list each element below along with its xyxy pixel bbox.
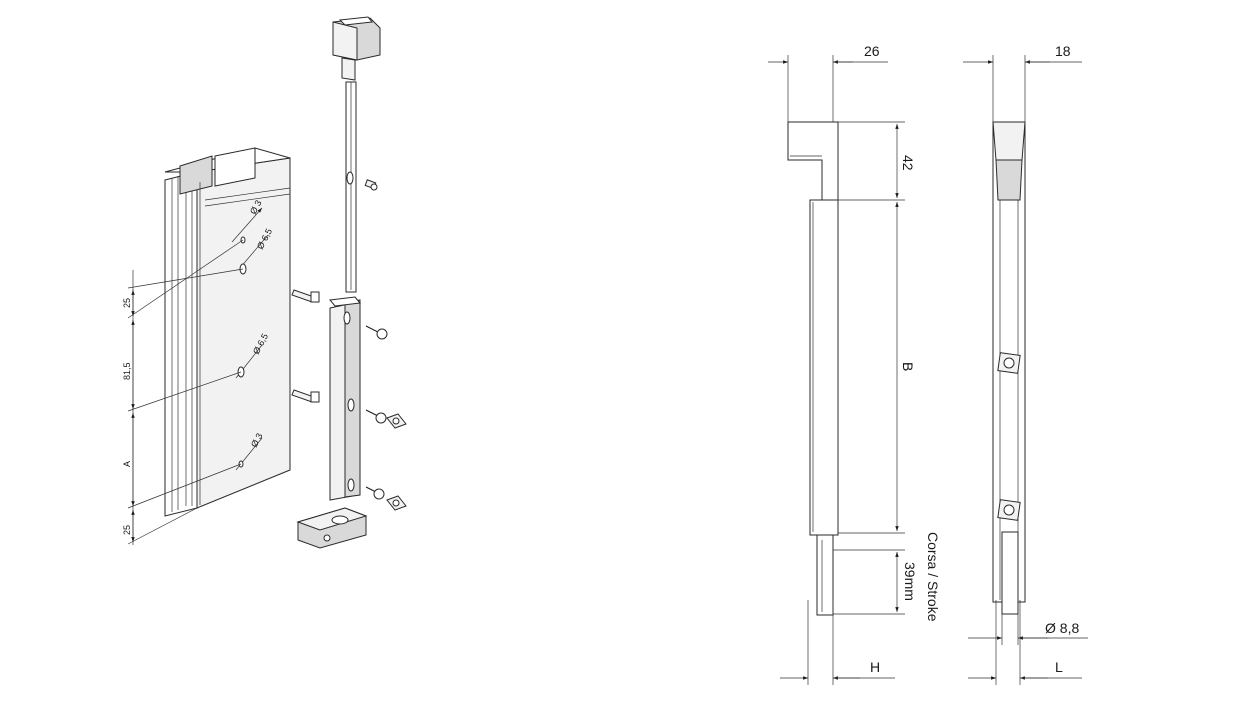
- nut-plate-2: [386, 495, 407, 511]
- iso-dim-815: 81,5: [122, 362, 132, 380]
- side-width-label: 18: [1055, 43, 1071, 59]
- side-rod-offset-label: L: [1055, 659, 1063, 675]
- upper-rod: [332, 16, 381, 293]
- front-rod-offset-label: H: [870, 659, 880, 675]
- front-width-label: 26: [864, 43, 880, 59]
- profile-holes: [231, 207, 269, 471]
- screw-3: [365, 486, 385, 500]
- side-view: [963, 55, 1088, 685]
- front-stroke-label: Corsa / Stroke: [925, 532, 941, 622]
- side-rod-diameter-label: Ø 8,8: [1045, 620, 1079, 636]
- front-view: [768, 55, 905, 685]
- side-fixing-lower: [997, 499, 1021, 521]
- front-stroke-value-label: 39mm: [902, 562, 918, 601]
- screw-1: [365, 325, 388, 340]
- small-screw-top: [364, 179, 378, 191]
- front-head-height-label: 42: [900, 155, 916, 171]
- strike-block: [296, 507, 368, 549]
- iso-dim-25-bottom: 25: [122, 525, 132, 535]
- pin-upper-left: [291, 289, 320, 303]
- iso-dim-a: A: [122, 461, 132, 467]
- iso-dim-25-top: 25: [122, 298, 132, 308]
- iso-dimension-chain: [127, 239, 244, 545]
- nut-plate-1: [386, 413, 407, 429]
- front-body-length-label: B: [900, 362, 916, 371]
- aluminium-profile: [164, 147, 291, 517]
- isometric-exploded-view: Ø 3 Ø 6,5 Ø 6,5 Ø 3 25 81,5 A 25: [122, 16, 407, 549]
- screw-2: [365, 409, 387, 424]
- lower-body: [329, 296, 361, 501]
- side-fixing-upper: [997, 352, 1021, 374]
- pin-lower-left: [291, 389, 320, 403]
